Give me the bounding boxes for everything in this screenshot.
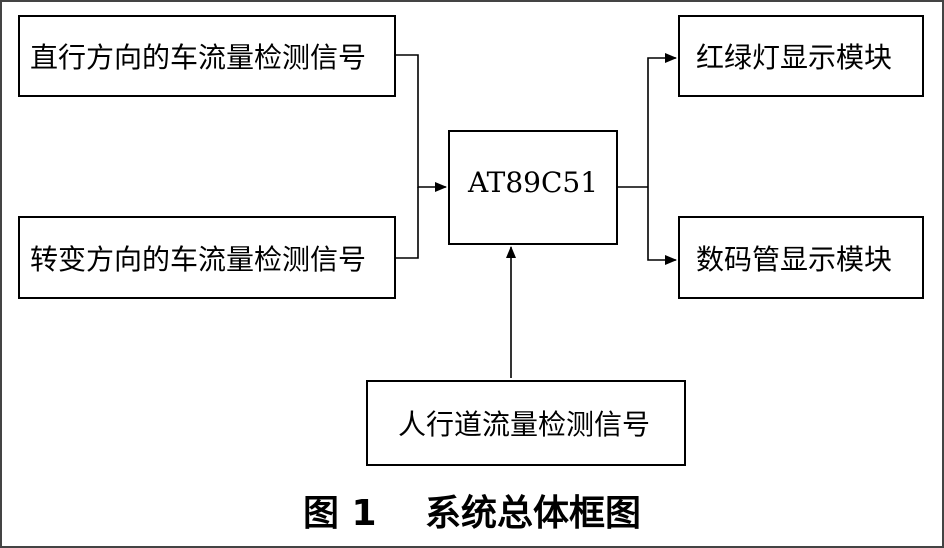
node-turn-flow: 转变方向的车流量检测信号 [18, 216, 396, 299]
node-digit-tube: 数码管显示模块 [678, 216, 924, 299]
node-straight-flow-label: 直行方向的车流量检测信号 [30, 41, 367, 74]
node-mcu: AT89C51 [448, 130, 618, 245]
node-pedestrian: 人行道流量检测信号 [366, 380, 686, 466]
node-traffic-light-label: 红绿灯显示模块 [696, 41, 893, 74]
node-pedestrian-label: 人行道流量检测信号 [398, 408, 651, 441]
figure-caption: 图 1 系统总体框图 [302, 493, 642, 534]
node-mcu-label: AT89C51 [467, 166, 599, 199]
node-straight-flow: 直行方向的车流量检测信号 [18, 15, 396, 97]
node-turn-flow-label: 转变方向的车流量检测信号 [30, 242, 367, 276]
node-traffic-light: 红绿灯显示模块 [678, 15, 924, 97]
edge-mcu-to-digit [647, 187, 677, 265]
edge-mcu-to-traffic [647, 53, 677, 187]
edge-straight-to-mcu [396, 54, 447, 192]
edge-turn-to-mcu [396, 187, 419, 259]
node-digit-tube-label: 数码管显示模块 [696, 242, 893, 276]
